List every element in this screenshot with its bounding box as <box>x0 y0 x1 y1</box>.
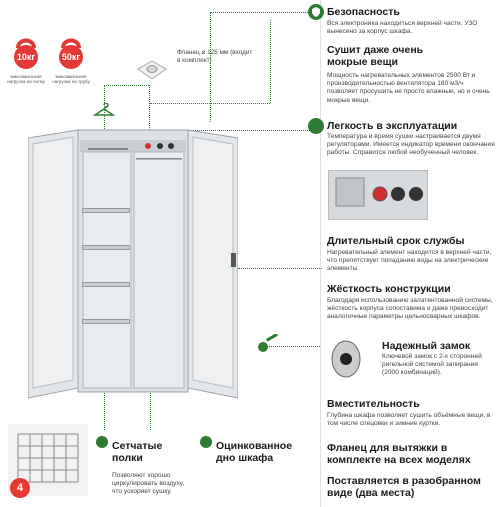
feature-text-easy: Температура и время сушки настраивается … <box>327 133 495 157</box>
key-icon <box>257 333 281 359</box>
feature-title-lock: Надежный замок <box>382 340 471 352</box>
feature-title-easy: Легкость в эксплуатации <box>327 120 458 132</box>
feature-text-rigidity: Благодаря использованию залатентованной … <box>327 297 493 321</box>
feature-title-flange: Фланец для вытяжки в комплекте на всех м… <box>327 442 471 466</box>
feature-text-safety: Вся электроника находиться верхней части… <box>327 20 478 36</box>
flange-image <box>134 57 168 85</box>
weight-10-caption: максимальная нагрузка на полку <box>7 74 45 85</box>
hand-icon <box>308 118 324 134</box>
mesh-shelf-image <box>8 424 88 496</box>
weight-50-label: 50кг <box>61 52 81 62</box>
feature-text-lifetime: Нагревательный элемент находится в верхн… <box>327 249 492 273</box>
lock-image <box>328 339 364 379</box>
feature-text-capacity: Глубина шкафа позволяет сушить объёмные … <box>327 412 491 428</box>
bottom-title: Оцинкованное дно шкафа <box>216 440 293 464</box>
weight-10-label: 10кг <box>16 52 36 62</box>
shelf-icon <box>96 436 108 448</box>
badge: 4 <box>10 478 30 498</box>
feature-title-rigidity: Жёсткость конструкции <box>327 283 451 295</box>
flange-note: Фланец ⌀ 125 мм (входит в комплект) <box>177 49 253 64</box>
feature-title-delivery: Поставляется в разобранном виде (два мес… <box>327 475 481 499</box>
control-panel-image <box>327 169 429 221</box>
weight-50-caption: максимальная нагрузка на трубу <box>52 74 90 85</box>
feature-title-capacity: Вместительность <box>327 398 420 410</box>
shelves-text: Позволяют хорошо циркулировать воздуху, … <box>112 472 185 496</box>
feature-title-safety: Безопасность <box>327 6 400 18</box>
feature-title-lifetime: Длительный срок службы <box>327 235 465 247</box>
shield-icon <box>308 4 324 20</box>
feature-title-drying: Сушит даже очень мокрые вещи <box>327 44 424 68</box>
kettlebell-10kg-icon: 10кг <box>9 36 43 70</box>
bottom-icon <box>200 436 212 448</box>
feature-text-lock: Ключевой замок с 2-х сторонней ригельной… <box>382 353 482 377</box>
kettlebell-50kg-icon: 50кг <box>54 36 88 70</box>
shelves-title: Сетчатые полки <box>112 440 163 464</box>
feature-text-drying: Мощность нагревательных элементов 2500 В… <box>327 72 490 104</box>
drying-cabinet <box>27 118 239 408</box>
